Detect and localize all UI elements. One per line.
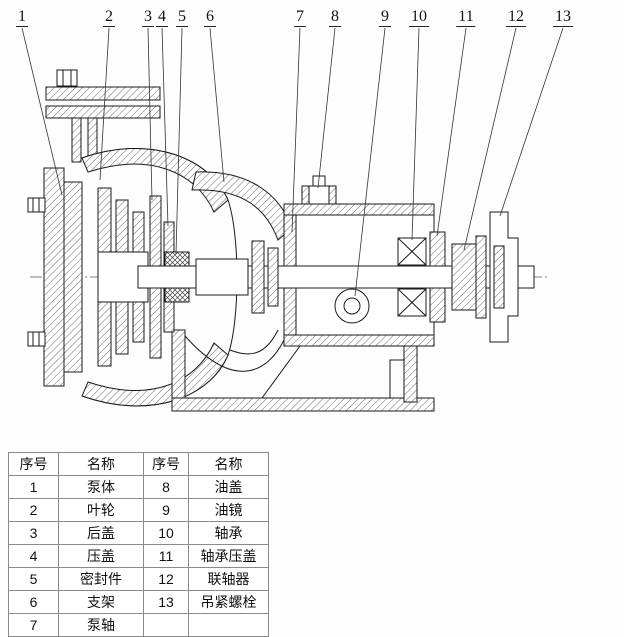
table-row: 7 泵轴 [8, 613, 269, 637]
table-row: 2 叶轮 9 油镜 [8, 498, 269, 522]
part-number: 11 [143, 544, 189, 568]
coupling-flange [489, 211, 519, 343]
callout-11: 11 [456, 8, 476, 27]
part-name: 密封件 [58, 567, 144, 591]
part-number: 1 [8, 475, 59, 499]
part-number: 2 [8, 498, 59, 522]
pump-diagram-area: 1 2 3 4 5 6 7 8 9 10 11 12 13 [16, 8, 573, 412]
pump-cross-section-diagram [21, 27, 564, 412]
part-number: 12 [143, 567, 189, 591]
callout-6: 6 [204, 8, 216, 27]
part-name: 泵轴 [58, 613, 144, 637]
bearing-gland [429, 231, 446, 323]
part-name: 叶轮 [58, 498, 144, 522]
parts-table-header-row: 序号 名称 序号 名称 [8, 452, 269, 476]
callout-10: 10 [409, 8, 429, 27]
callout-8: 8 [329, 8, 341, 27]
part-name: 支架 [58, 590, 144, 614]
part-number: 13 [143, 590, 189, 614]
bearing [397, 237, 427, 317]
seal [164, 251, 190, 303]
part-name: 油镜 [188, 498, 269, 522]
part-number: 8 [143, 475, 189, 499]
table-row: 1 泵体 8 油盖 [8, 475, 269, 499]
table-row: 5 密封件 12 联轴器 [8, 567, 269, 591]
part-name: 后盖 [58, 521, 144, 545]
table-row: 3 后盖 10 轴承 [8, 521, 269, 545]
callout-4: 4 [156, 8, 168, 27]
callout-13: 13 [553, 8, 573, 27]
part-number: 5 [8, 567, 59, 591]
part-name: 轴承 [188, 521, 269, 545]
support-bracket [171, 329, 435, 412]
part-name: 压盖 [58, 544, 144, 568]
part-name [188, 613, 269, 637]
table-row: 6 支架 13 吊紧螺栓 [8, 590, 269, 614]
pump-shaft [137, 240, 535, 314]
callout-3: 3 [142, 8, 154, 27]
header-number-left: 序号 [8, 452, 59, 476]
part-name: 轴承压盖 [188, 544, 269, 568]
part-name: 油盖 [188, 475, 269, 499]
callout-2: 2 [103, 8, 115, 27]
part-number: 3 [8, 521, 59, 545]
leader-lines [21, 27, 564, 297]
discharge-flange [45, 69, 161, 163]
part-name: 泵体 [58, 475, 144, 499]
suction-flange [27, 167, 83, 387]
oil-sight-glass [334, 288, 370, 324]
callout-9: 9 [379, 8, 391, 27]
parts-table: 序号 名称 序号 名称 1 泵体 8 油盖 2 叶轮 9 油镜 3 后盖 10 … [8, 452, 269, 637]
header-number-right: 序号 [143, 452, 189, 476]
part-name: 吊紧螺栓 [188, 590, 269, 614]
part-number: 10 [143, 521, 189, 545]
callout-5: 5 [176, 8, 188, 27]
header-name-right: 名称 [188, 452, 269, 476]
callout-12: 12 [506, 8, 526, 27]
part-name: 联轴器 [188, 567, 269, 591]
callout-7: 7 [294, 8, 306, 27]
part-number: 4 [8, 544, 59, 568]
part-number: 7 [8, 613, 59, 637]
part-number: 9 [143, 498, 189, 522]
callout-1: 1 [16, 8, 28, 27]
header-name-left: 名称 [58, 452, 144, 476]
part-number [143, 613, 189, 637]
part-number: 6 [8, 590, 59, 614]
table-row: 4 压盖 11 轴承压盖 [8, 544, 269, 568]
coupling [451, 235, 487, 319]
